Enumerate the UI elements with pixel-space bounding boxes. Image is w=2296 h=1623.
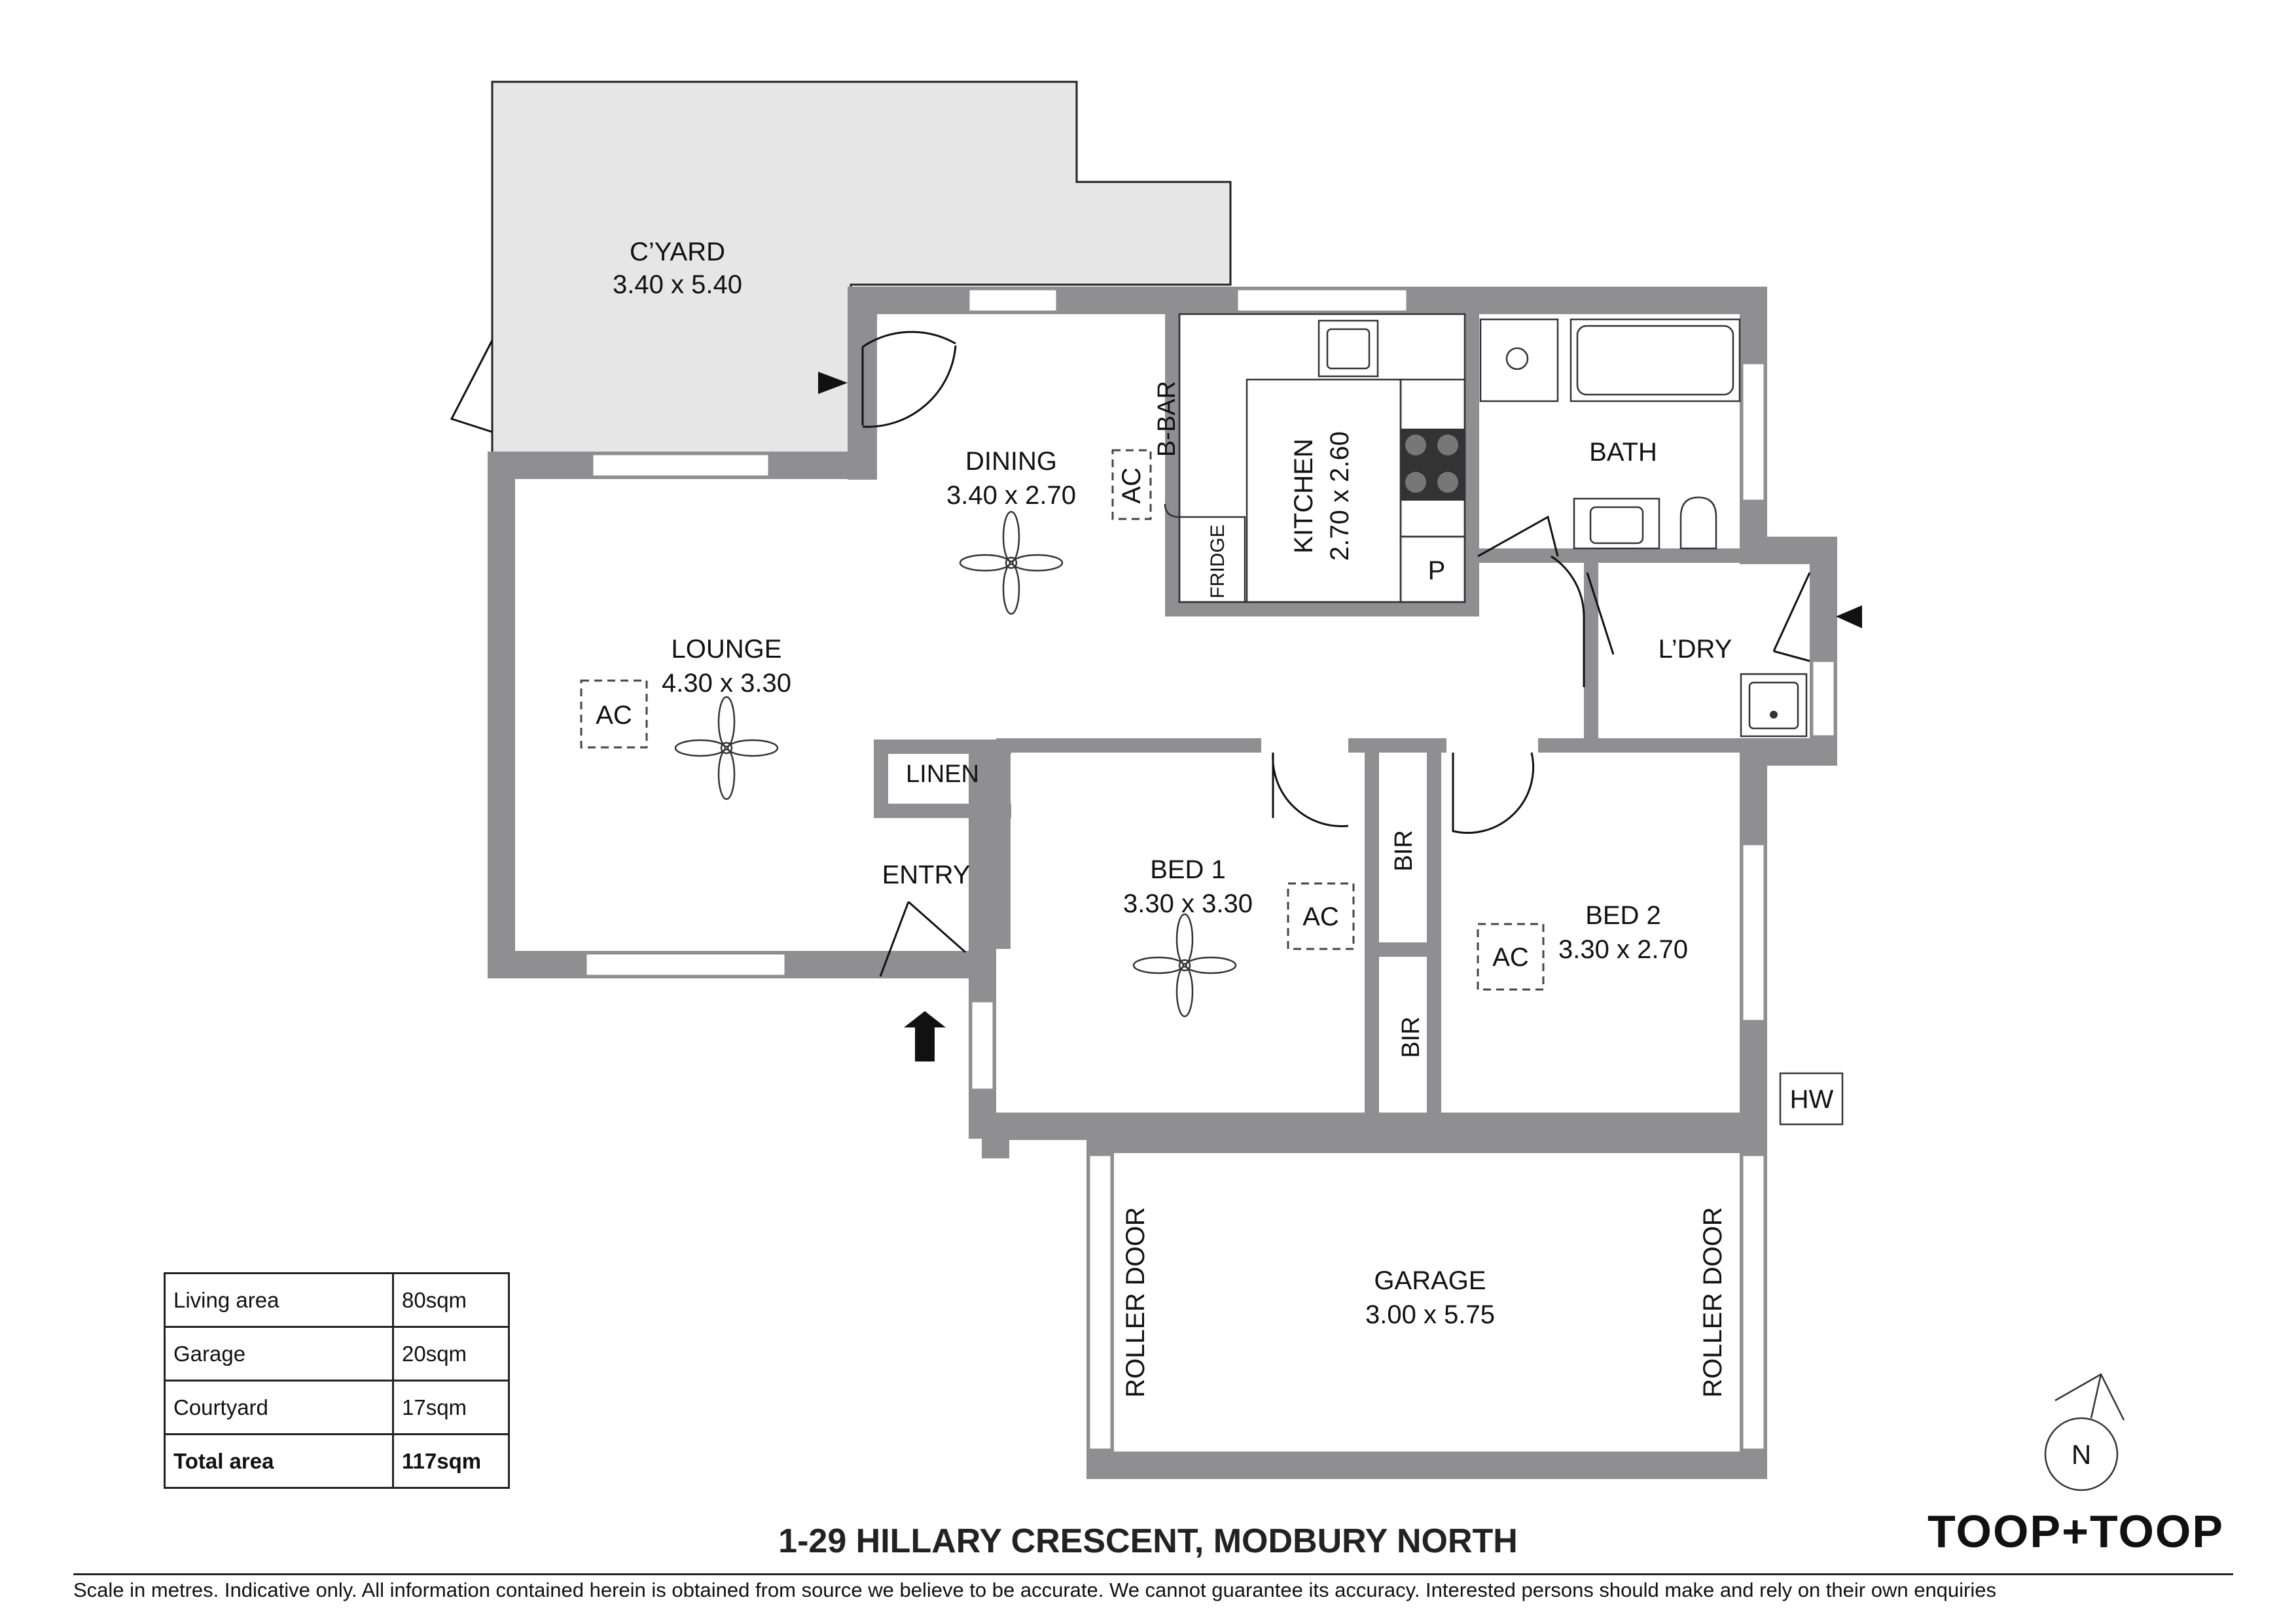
courtyard-name: C’YARD [630, 238, 725, 266]
bath-fixtures [1479, 318, 1741, 550]
hot-water-label: HW [1790, 1085, 1834, 1114]
bed1-name: BED 1 [1150, 855, 1226, 884]
roller-door-label-east: ROLLER DOOR [1698, 1207, 1727, 1397]
area-label: Garage [164, 1326, 394, 1382]
ac-unit-bed2 [1477, 923, 1545, 991]
table-row: Garage 20sqm [164, 1326, 510, 1382]
area-value: 17sqm [392, 1380, 510, 1435]
courtyard-size: 3.40 x 5.40 [613, 270, 742, 299]
toilet-icon [1679, 496, 1717, 550]
dining-name: DINING [965, 447, 1057, 476]
kitchen-name: KITCHEN [1289, 438, 1318, 554]
laundry-fixtures [1740, 673, 1808, 738]
area-label: Courtyard [164, 1380, 394, 1435]
doors [450, 330, 1811, 977]
entry-name: ENTRY [882, 861, 971, 889]
bed2-size: 3.30 x 2.70 [1558, 935, 1688, 964]
ac-unit-bed1 [1287, 882, 1355, 950]
footer-divider [73, 1573, 2233, 1575]
kitchen-fixtures [1164, 313, 1466, 603]
table-row: Living area 80sqm [164, 1272, 510, 1328]
bed1-size: 3.30 x 3.30 [1123, 889, 1253, 918]
garage-size: 3.00 x 5.75 [1365, 1300, 1495, 1329]
windows [584, 288, 1836, 1091]
ceiling-fan-lounge [674, 696, 779, 800]
kitchen-size: 2.70 x 2.60 [1325, 431, 1354, 561]
linen-name: LINEN [906, 760, 979, 788]
garage-name: GARAGE [1374, 1266, 1486, 1295]
lounge-name: LOUNGE [672, 635, 782, 664]
north-compass-icon: N [2044, 1373, 2125, 1491]
walls [488, 287, 1837, 1479]
roller-door-label-west: ROLLER DOOR [1121, 1207, 1150, 1397]
hot-water-unit [1779, 1072, 1844, 1126]
lounge-size: 4.30 x 3.30 [662, 669, 791, 698]
area-summary-table: Living area 80sqm Garage 20sqm Courtyard… [164, 1272, 510, 1489]
floor-plan: N C’YARD 3.40 x 5.40 DINING 3.40 x 2.70 … [450, 80, 2125, 1491]
ac-unit-dining [1111, 449, 1152, 520]
entry-arrow-icon [904, 1011, 946, 1061]
ac-label-bed2: AC [1492, 943, 1529, 972]
bir-label-bed1: BIR [1390, 830, 1418, 871]
bed2-name: BED 2 [1585, 901, 1661, 930]
bath-name: BATH [1589, 438, 1657, 467]
area-value: 80sqm [392, 1272, 510, 1328]
bir-label-bed2: BIR [1397, 1016, 1425, 1058]
kitchen-sink-icon [1318, 319, 1379, 378]
ceiling-fan-dining [959, 510, 1064, 615]
area-value: 20sqm [392, 1326, 510, 1382]
ac-label-lounge: AC [596, 701, 632, 730]
ac-label-bed1: AC [1302, 902, 1339, 931]
ac-label-dining: AC [1117, 467, 1146, 504]
north-label: N [2072, 1439, 2091, 1470]
area-value: 117sqm [392, 1433, 510, 1489]
ceiling-fan-bed1 [1132, 913, 1237, 1018]
brand-logo: TOOP+TOOP [1928, 1506, 2225, 1557]
basin-icon [1573, 497, 1660, 550]
table-row-total: Total area 117sqm [164, 1433, 510, 1489]
courtyard-entry-arrow-icon [818, 372, 848, 394]
property-address: 1-29 HILLARY CRESCENT, MODBURY NORTH [778, 1522, 1518, 1560]
laundry-tub-icon [1740, 673, 1808, 738]
fridge-label: FRIDGE [1207, 524, 1229, 598]
area-label: Total area [164, 1433, 394, 1489]
laundry-name: L’DRY [1659, 635, 1732, 664]
area-label: Living area [164, 1272, 394, 1328]
disclaimer-text: Scale in metres. Indicative only. All in… [73, 1578, 1997, 1601]
table-row: Courtyard 17sqm [164, 1380, 510, 1435]
shower-icon [1479, 318, 1559, 402]
dining-size: 3.40 x 2.70 [946, 481, 1076, 510]
bathtub-icon [1570, 318, 1741, 402]
laundry-entry-arrow-icon [1836, 605, 1862, 628]
breakfast-bar-label: B-BAR [1153, 381, 1181, 457]
pantry-label: P [1428, 556, 1446, 585]
ac-unit-lounge [580, 679, 648, 749]
